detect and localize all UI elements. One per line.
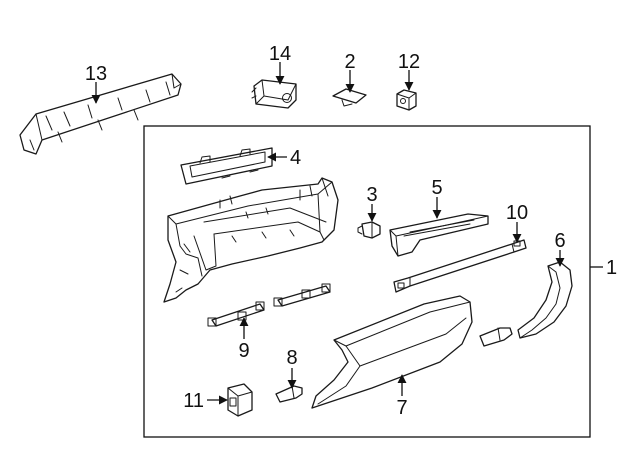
callout-13: 13: [85, 63, 107, 85]
callout-6: 6: [554, 230, 565, 252]
callout-14: 14: [269, 43, 291, 65]
callout-12: 12: [398, 51, 420, 73]
part-5-slotted-bracket: [389, 213, 489, 257]
callout-11: 11: [183, 390, 204, 412]
part-9-hinge-rails: [207, 283, 331, 327]
part-14-switch-module: [251, 79, 297, 109]
callout-10: 10: [506, 202, 528, 224]
callout-2: 2: [344, 51, 355, 73]
callout-4: 4: [290, 147, 301, 169]
callout-5: 5: [431, 177, 442, 199]
door-pin: [479, 327, 513, 347]
part-8-pin: [275, 385, 303, 403]
glove-box-housing: [163, 177, 339, 303]
callout-1: 1: [606, 257, 617, 279]
part-2-cover: [332, 88, 367, 107]
part-12-clip: [396, 89, 417, 111]
part-6-side-trim: [517, 261, 573, 339]
callout-9: 9: [238, 340, 249, 362]
part-4-panel: [180, 147, 273, 185]
part-13-upper-bracket: [19, 73, 182, 155]
callout-3: 3: [366, 184, 377, 206]
assembly-frame: [143, 125, 591, 438]
callout-8: 8: [286, 347, 297, 369]
callout-7: 7: [396, 397, 407, 419]
part-11-latch: [227, 383, 253, 417]
part-3-stopper: [357, 221, 381, 239]
part-7-glove-box-door: [311, 295, 473, 409]
part-10-damper-rod: [393, 239, 527, 293]
